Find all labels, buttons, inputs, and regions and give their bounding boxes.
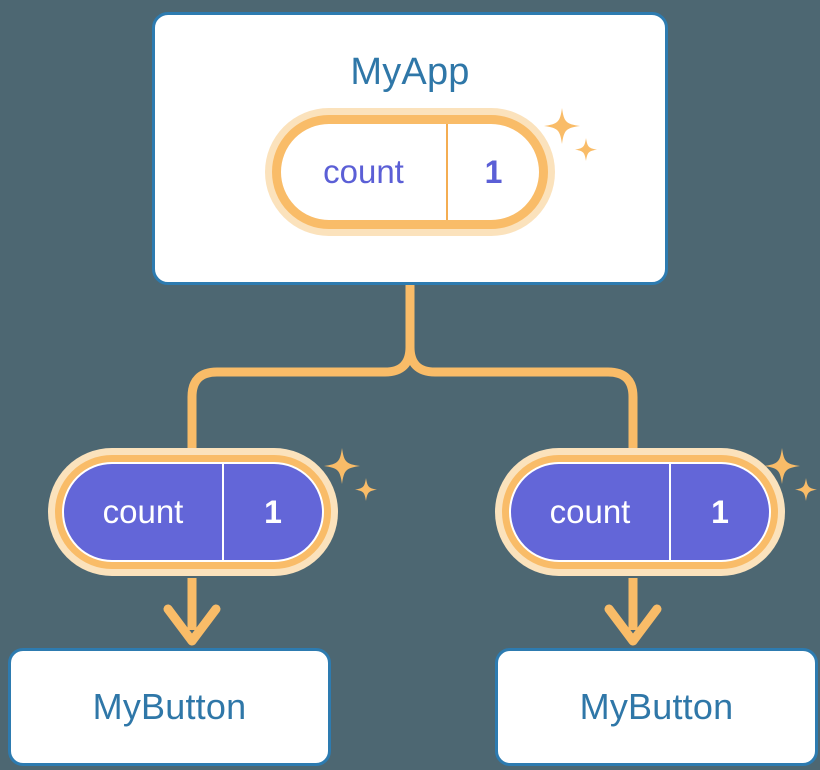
- my-button-title-left: MyButton: [92, 686, 247, 727]
- my-button-card-right[interactable]: MyButton: [495, 648, 818, 766]
- my-button-card-left[interactable]: MyButton: [8, 648, 331, 766]
- arrow-down-icon-right: [604, 578, 662, 646]
- my-app-title: MyApp: [350, 51, 470, 93]
- consumer-left-state-pill[interactable]: [55, 455, 331, 569]
- my-app-state-pill-key: count: [281, 124, 448, 220]
- my-button-title-right: MyButton: [579, 686, 734, 727]
- arrow-down-icon-left: [163, 578, 221, 646]
- connector-left-branch: [187, 281, 415, 457]
- my-app-state-pill[interactable]: count 1: [272, 115, 548, 229]
- connector-right-branch: [405, 281, 638, 457]
- consumer-right-state-pill[interactable]: [502, 455, 778, 569]
- my-app-state-pill-value: 1: [484, 153, 503, 190]
